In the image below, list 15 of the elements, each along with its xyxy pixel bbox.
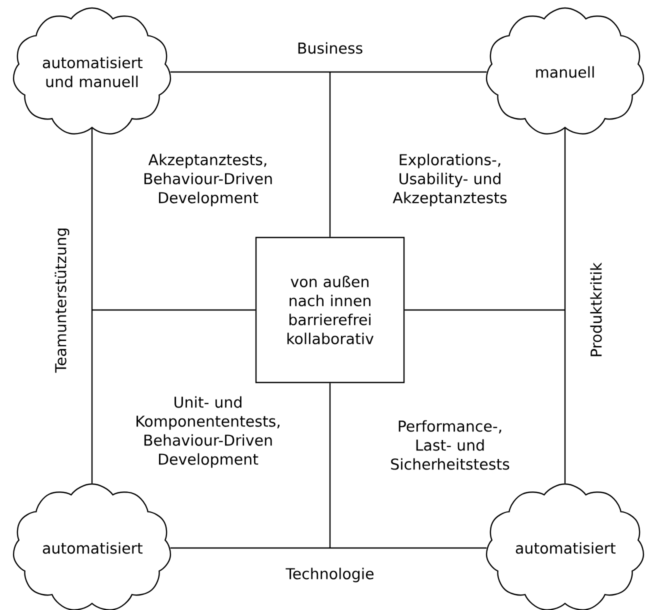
connector-line xyxy=(170,547,487,549)
text-box: von außen nach innen barrierefrei kollaborativ xyxy=(255,236,405,384)
quadrant-label: Akzeptanztests, Behaviour-Driven Development xyxy=(144,154,272,206)
quadrant-label: Unit- und Komponententests, Behaviour-Driven Development xyxy=(136,396,280,468)
axis-label: Business xyxy=(298,42,362,54)
quadrant-label: Performance-, Last- und Sicherheitstests xyxy=(391,420,510,470)
axis-label: Technologie xyxy=(286,568,374,582)
connector-line xyxy=(329,383,331,548)
axis-label: Produktkritik xyxy=(590,262,602,356)
connector-line xyxy=(329,72,331,237)
connector-line xyxy=(92,309,256,311)
connector-line xyxy=(404,309,565,311)
connector-line xyxy=(170,71,487,73)
quadrant-label: Explorations-, Usability- und Akzeptanztests xyxy=(392,154,507,206)
axis-label: Teamunterstützung xyxy=(54,228,70,373)
